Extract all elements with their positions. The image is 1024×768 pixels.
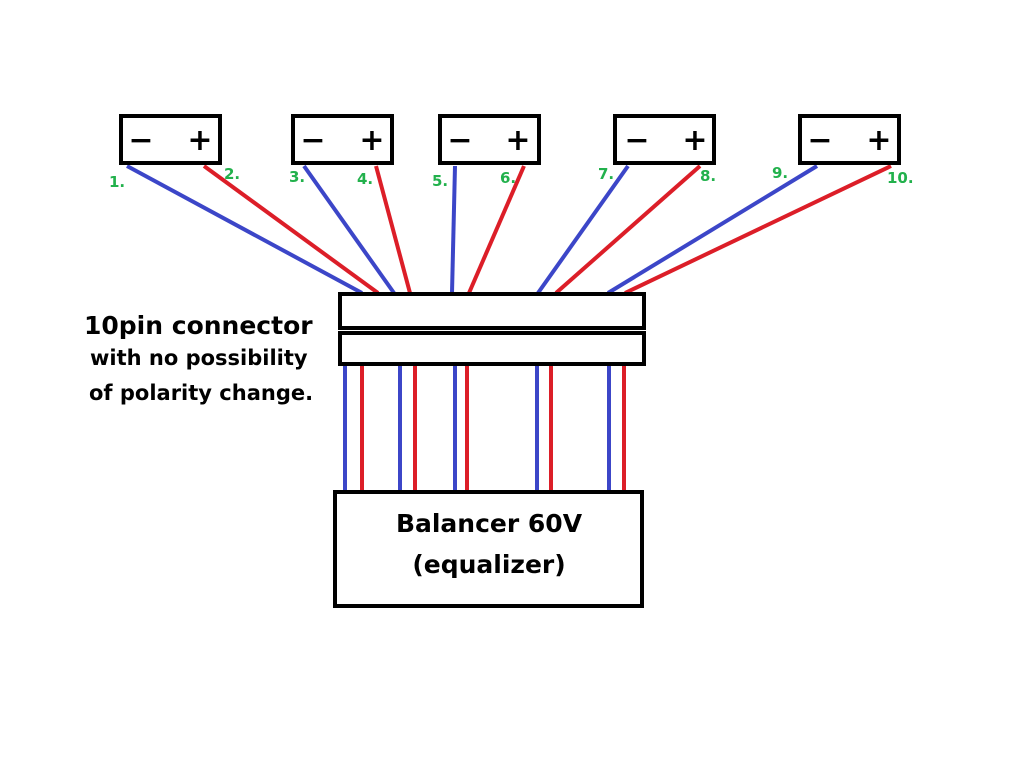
plus-terminal-icon: +	[682, 123, 707, 158]
minus-terminal-icon: −	[624, 123, 649, 158]
balancer-title: Balancer 60V	[396, 509, 583, 538]
pin-label-5: 5.	[432, 172, 448, 190]
balancer-subtitle: (equalizer)	[412, 550, 565, 579]
minus-terminal-icon: −	[807, 123, 832, 158]
plus-terminal-icon: +	[505, 123, 530, 158]
minus-terminal-icon: −	[128, 123, 153, 158]
pin-label-9: 9.	[772, 164, 788, 182]
balancer-box: Balancer 60V (equalizer)	[333, 490, 644, 608]
cell-wire-8	[554, 164, 702, 295]
battery-cells: − + − + − + − + − +	[119, 114, 901, 165]
pin-label-1: 1.	[109, 173, 125, 191]
pin-label-8: 8.	[700, 167, 716, 185]
connector-title: 10pin connector	[84, 311, 313, 340]
pin-label-4: 4.	[357, 170, 373, 188]
cell-wire-1	[126, 164, 363, 295]
battery-cell-3: − +	[438, 114, 541, 165]
cell-wire-5	[450, 165, 457, 294]
cell-wires	[126, 164, 892, 295]
pin-labels: 1. 2. 3. 4. 5. 6. 7. 8. 9. 10.	[109, 164, 914, 191]
balancer-wires	[343, 366, 626, 492]
pin-label-3: 3.	[289, 168, 305, 186]
connector-note-line-3: of polarity change.	[89, 381, 313, 405]
minus-terminal-icon: −	[300, 123, 325, 158]
battery-cell-1: − +	[119, 114, 222, 165]
plus-terminal-icon: +	[359, 123, 384, 158]
pin-label-7: 7.	[598, 165, 614, 183]
connector-note: 10pin connector with no possibility of p…	[84, 311, 313, 405]
cell-wire-9	[606, 164, 819, 295]
pin-label-2: 2.	[224, 165, 240, 183]
pin-label-6: 6.	[500, 169, 516, 187]
pin-label-10: 10.	[887, 169, 914, 187]
cell-wire-4	[374, 165, 412, 294]
battery-cell-4: − +	[613, 114, 716, 165]
minus-terminal-icon: −	[447, 123, 472, 158]
plus-terminal-icon: +	[866, 123, 891, 158]
cell-wire-6	[467, 165, 526, 294]
cell-wire-3	[302, 164, 396, 295]
connector-note-line-2: with no possibility	[90, 346, 308, 370]
cell-wire-10	[624, 164, 892, 295]
battery-cell-2: − +	[291, 114, 394, 165]
ten-pin-connector	[338, 292, 646, 366]
battery-cell-5: − +	[798, 114, 901, 165]
cell-wire-7	[536, 164, 630, 295]
cell-wire-2	[202, 164, 380, 295]
plus-terminal-icon: +	[187, 123, 212, 158]
